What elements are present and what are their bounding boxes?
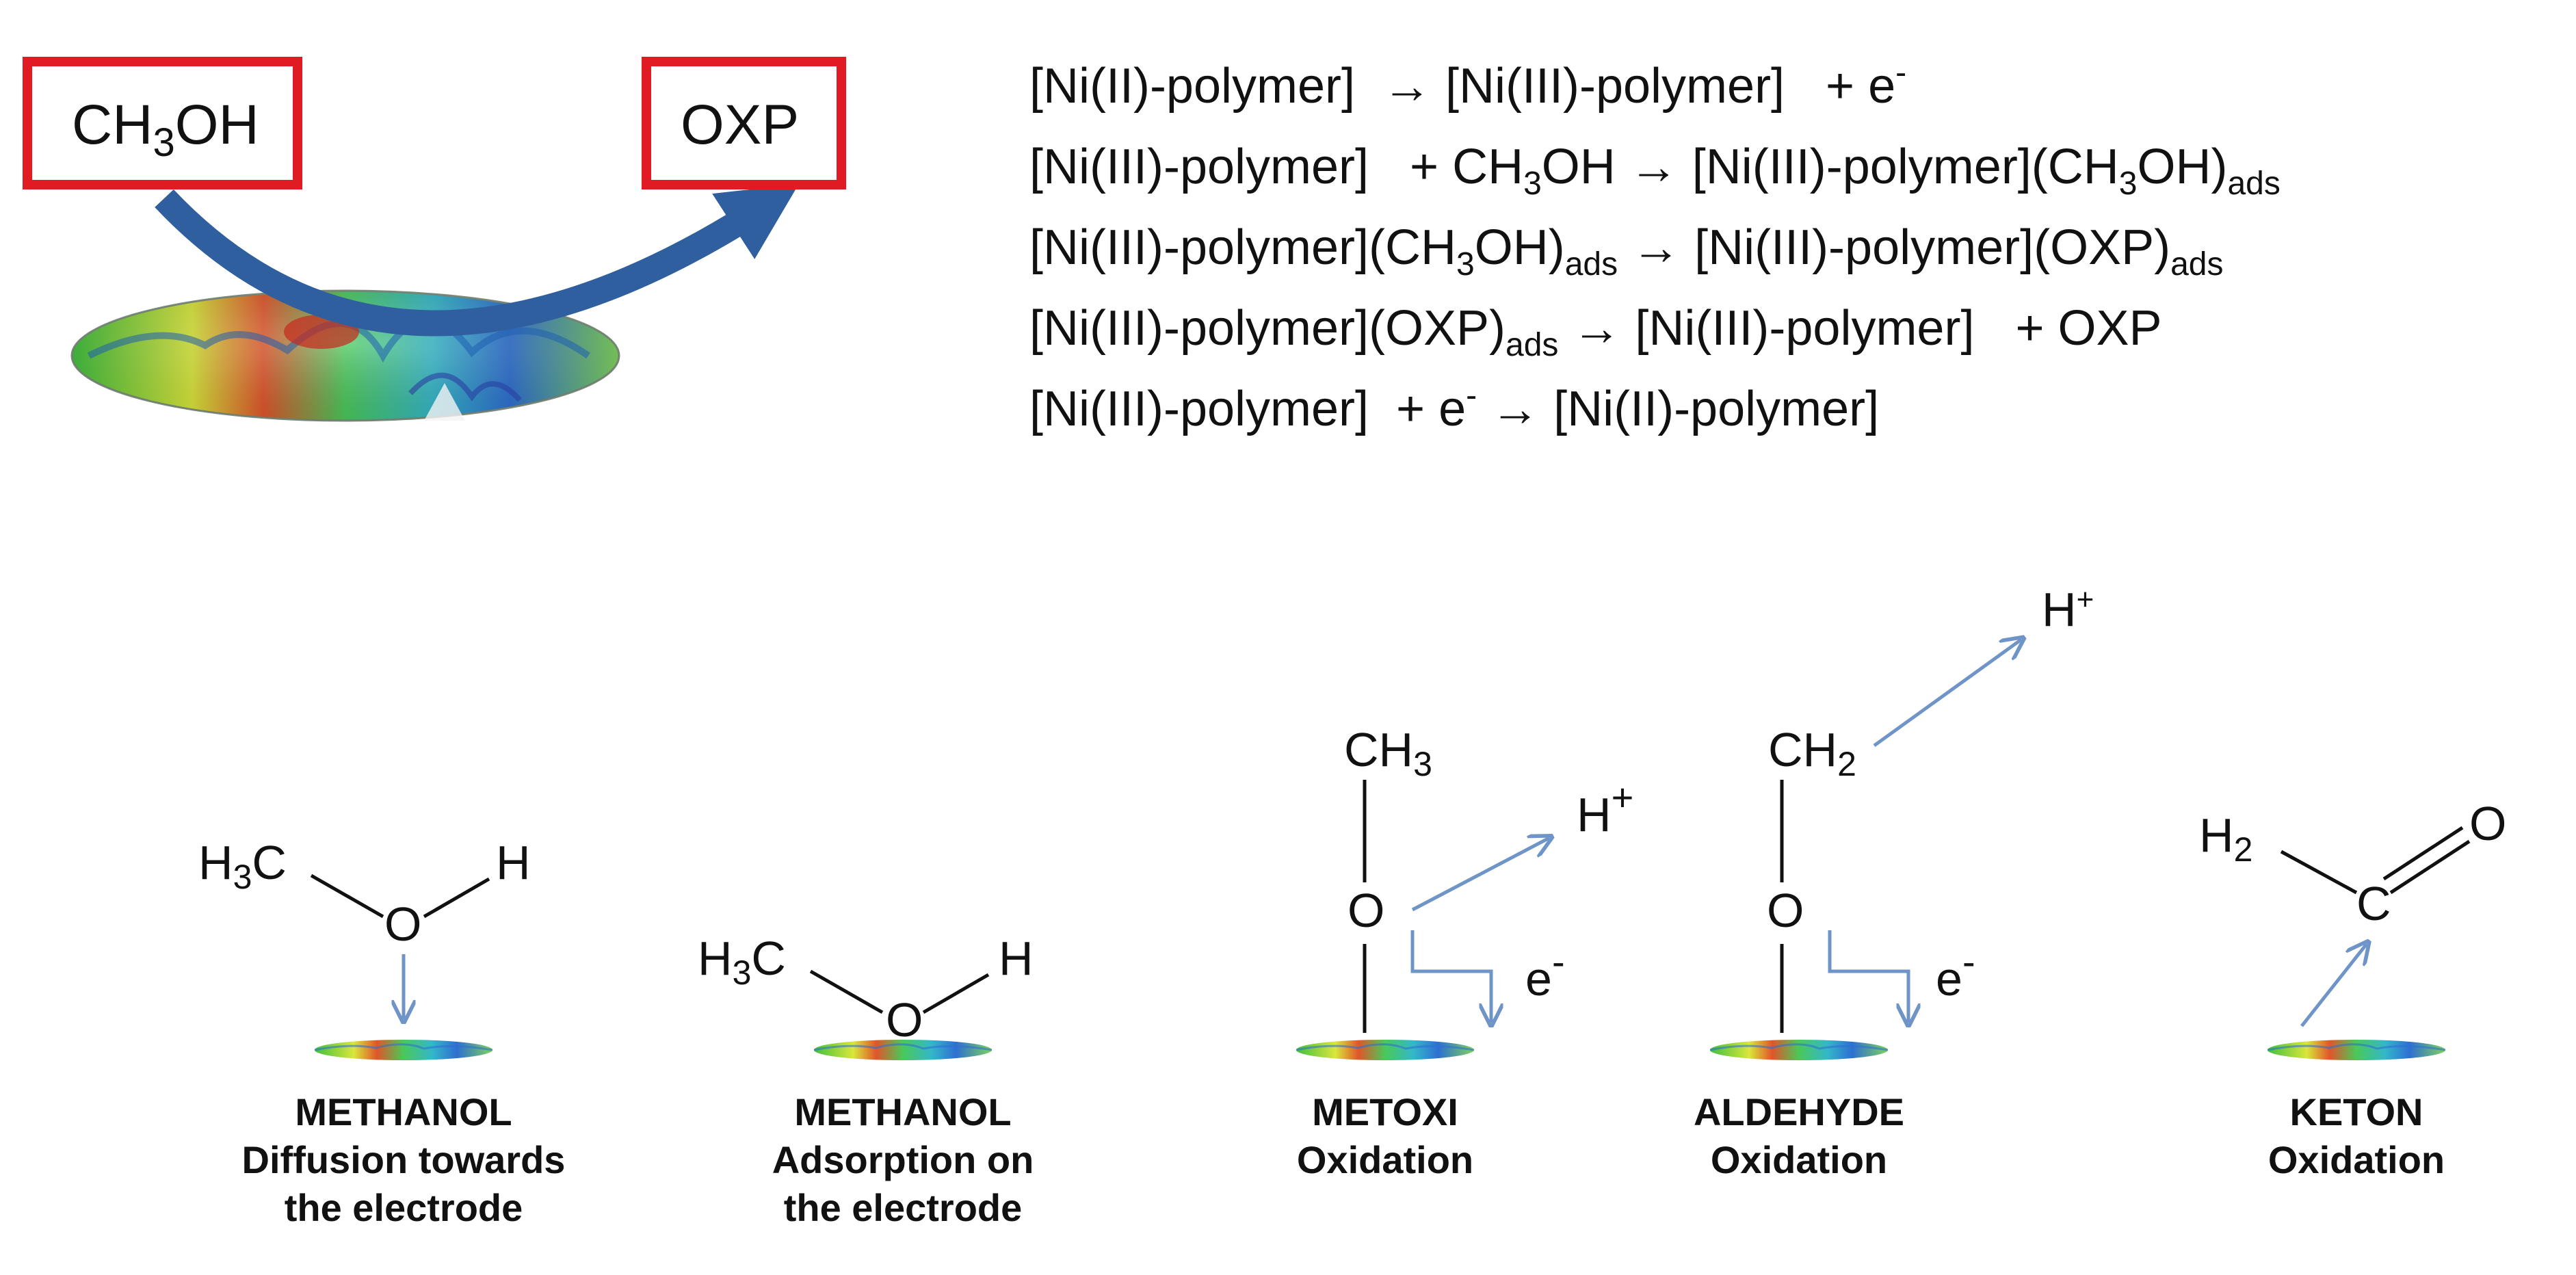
big-curved-arrow-icon [155,184,799,337]
stage-subtitle-2: the electrode [784,1186,1023,1229]
stage-methanol-adsorption: H3C O H METHANOL Adsorption on the elect… [698,932,1034,1229]
electrode-surface-icon [1295,1038,1475,1062]
equation-line: [Ni(III)-polymer](OXP)ads → [Ni(III)-pol… [1029,301,2162,363]
stage-title: METOXI [1312,1090,1458,1133]
reactant-box: CH3OH [23,57,302,189]
reactant-label: CH3OH [72,94,259,165]
electron-label: e- [1936,940,1975,1005]
release-arrow-icon [2300,944,2367,1027]
equation-line: [Ni(II)-polymer] → [Ni(III)-polymer] + e… [1029,55,1906,114]
equation-line: [Ni(III)-polymer] + CH3OH → [Ni(III)-pol… [1029,140,2281,202]
oxygen-label: O [886,993,923,1047]
electron-label: e- [1525,940,1565,1005]
proton-arrow-icon [1873,640,2021,748]
electron-arrow-icon [1410,930,1491,1023]
stage-methanol-diffusion: H3C O H METHANOL Diffusion towards the e… [198,836,565,1229]
equation-line: [Ni(III)-polymer] + e- → [Ni(II)-polymer… [1029,378,1879,436]
product-label: OXP [681,94,799,156]
methyl-group-label: H3C [198,836,287,896]
stage-subtitle: Oxidation [2268,1138,2445,1181]
hydrogen-label: H [496,836,531,889]
stage-subtitle: Oxidation [1297,1138,1473,1181]
stage-aldehyde-oxidation: CH2 O H+ e- ALDEHYDE Oxidation [1694,583,2094,1181]
oxygen-label: O [1348,884,1384,937]
methyl-group-label: H3C [698,932,786,992]
stage-metoxi-oxidation: CH3 O H+ e- METOXI Oxidation [1295,723,1633,1181]
stage-title: METHANOL [794,1090,1011,1133]
electrode-surface-icon [313,1038,494,1062]
proton-arrow-icon [1411,838,1549,912]
stage-subtitle: Diffusion towards [242,1138,566,1181]
electrode-surface-icon [2266,1038,2447,1062]
equation-line: [Ni(III)-polymer](CH3OH)ads → [Ni(III)-p… [1029,220,2224,282]
stage-title: KETON [2290,1090,2423,1133]
oxygen-label: O [1767,884,1804,937]
methylene-group-label: H2 [2199,809,2252,869]
proton-label: H+ [1577,776,1633,841]
proton-label: H+ [2042,583,2094,636]
stage-subtitle: Adsorption on [772,1138,1034,1181]
stage-subtitle-2: the electrode [285,1186,523,1229]
oxygen-label: O [2469,797,2506,850]
oxygen-label: O [384,897,421,951]
stage-title: ALDEHYDE [1694,1090,1904,1133]
methylene-group-label: CH2 [1768,723,1856,783]
stage-title: METHANOL [295,1090,512,1133]
reaction-equations: [Ni(II)-polymer] → [Ni(III)-polymer] + e… [1029,55,2281,436]
carbon-label: C [2356,877,2391,930]
electron-arrow-icon [1828,930,1908,1023]
electrode-surface-icon [1709,1038,1889,1062]
methyl-group-label: CH3 [1344,723,1432,783]
hydrogen-label: H [999,932,1034,985]
electrode-surface-icon [813,1038,993,1062]
stage-keton-oxidation: H2 C O KETON Oxidation [2199,797,2506,1181]
stage-subtitle: Oxidation [1711,1138,1887,1181]
product-box: OXP [642,57,846,189]
